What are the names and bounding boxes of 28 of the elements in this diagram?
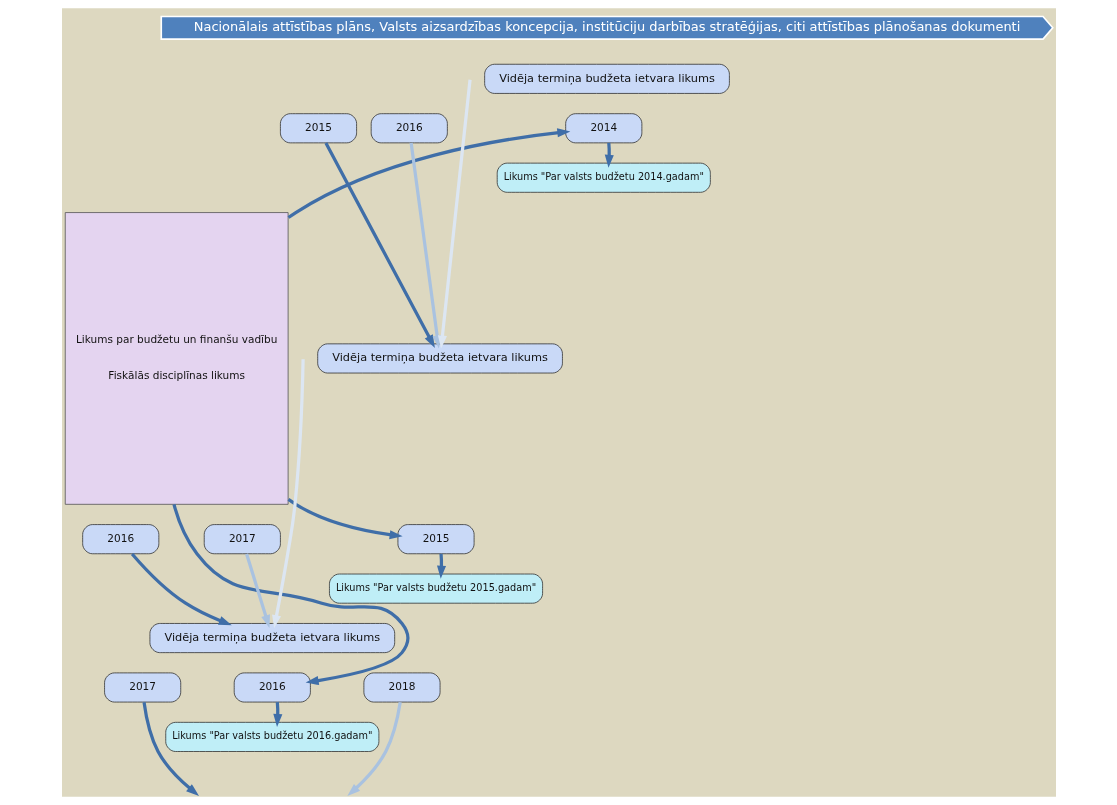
arrow <box>287 128 570 219</box>
arrow <box>171 503 409 686</box>
arrow <box>604 142 614 168</box>
node-box: 2017 <box>203 524 281 555</box>
node-box: 2016 <box>370 113 448 144</box>
node-box: 2017 <box>103 672 181 703</box>
node-box: 2014 <box>564 113 642 144</box>
node-box: Likums "Par valsts budžetu 2016.gadam" <box>164 721 379 752</box>
arrow <box>271 359 305 629</box>
arrow <box>324 142 435 348</box>
arrow <box>409 142 442 349</box>
node-box: 2016 <box>81 524 159 555</box>
arrow <box>130 552 232 626</box>
arrow <box>141 702 199 796</box>
arrow <box>346 702 402 797</box>
node-box: Likums "Par valsts budžetu 2015.gadam" <box>328 573 543 604</box>
node-box: Vidēja termiņa budžeta ietvara likums <box>316 343 563 374</box>
node-box: 2015 <box>397 524 474 555</box>
arrow <box>287 498 403 540</box>
node-box: 2018 <box>363 672 440 703</box>
arrow <box>432 79 472 349</box>
node-box: 2015 <box>279 113 357 144</box>
node-box: 2016 <box>233 672 311 703</box>
arrow <box>244 553 270 628</box>
node-box: Vidēja termiņa budžeta ietvara likums <box>483 63 730 94</box>
node-box: Likums "Par valsts budžetu 2014.gadam" <box>496 162 711 193</box>
node-box: Vidēja termiņa budžeta ietvara likums <box>149 623 395 654</box>
node-box: Likums par budžetu un finanšu vadību Fiskālās disciplīnas likums <box>64 212 288 505</box>
